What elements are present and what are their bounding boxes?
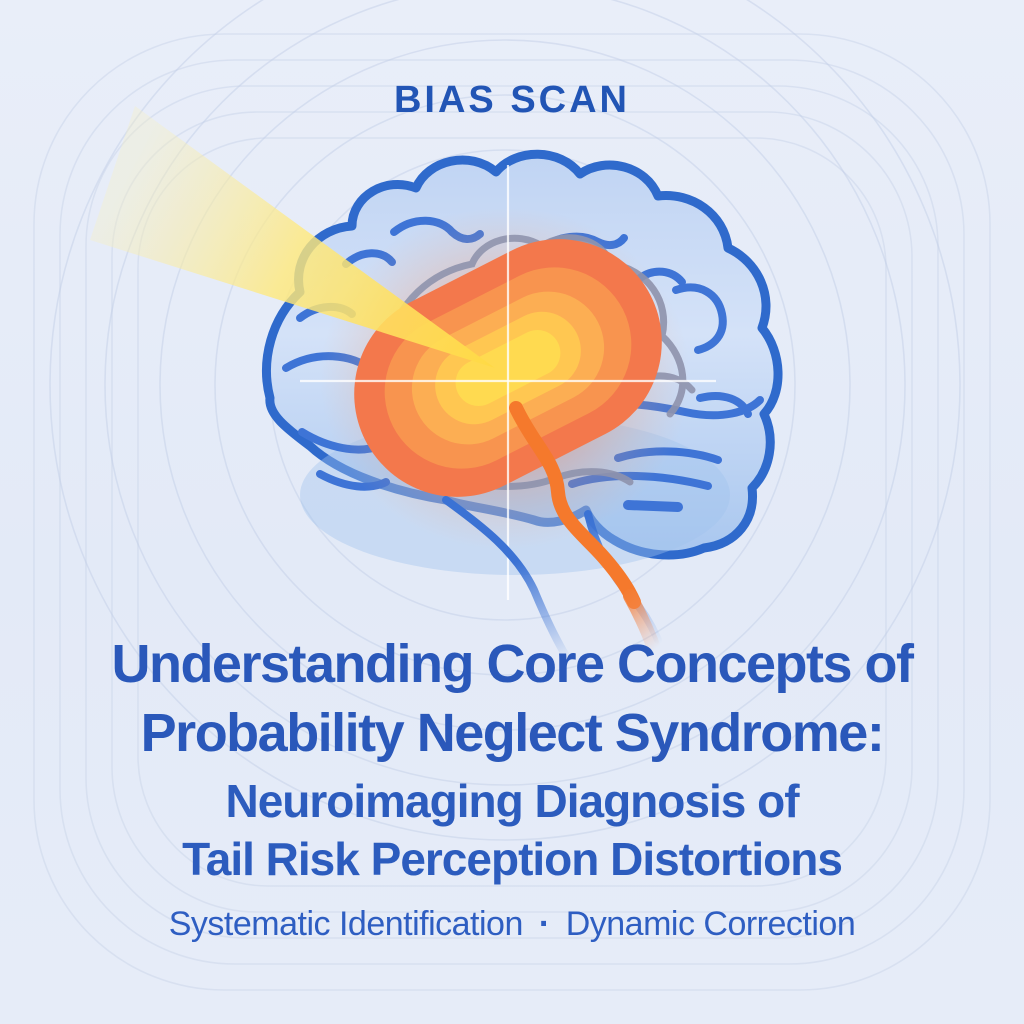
subtitle-line-1: Neuroimaging Diagnosis of (225, 775, 799, 827)
crosshair-icon (300, 165, 716, 600)
scan-beam (90, 106, 495, 368)
scan-label: BIAS SCAN (393, 79, 631, 121)
subtitle-line-2: Tail Risk Perception Distortions (182, 833, 843, 885)
nerve-pathway (509, 401, 641, 609)
tagline-right: Dynamic Correction (565, 905, 856, 943)
tagline-left: Systematic Identification (168, 905, 524, 943)
tagline-separator: · (538, 905, 550, 943)
scan-rings (49, 0, 961, 841)
brainstem-left-line (442, 496, 570, 660)
page-title: Understanding Core Concepts of Probabili… (0, 630, 1024, 768)
title-line-1: Understanding Core Concepts of (111, 634, 914, 694)
nerve-pathway-fade (623, 589, 661, 655)
background-contour-frames (33, 33, 991, 991)
title-line-2: Probability Neglect Syndrome: (140, 703, 885, 763)
tagline: Systematic Identification · Dynamic Correc… (0, 902, 1024, 946)
page-subtitle: Neuroimaging Diagnosis of Tail Risk Perc… (0, 772, 1024, 888)
